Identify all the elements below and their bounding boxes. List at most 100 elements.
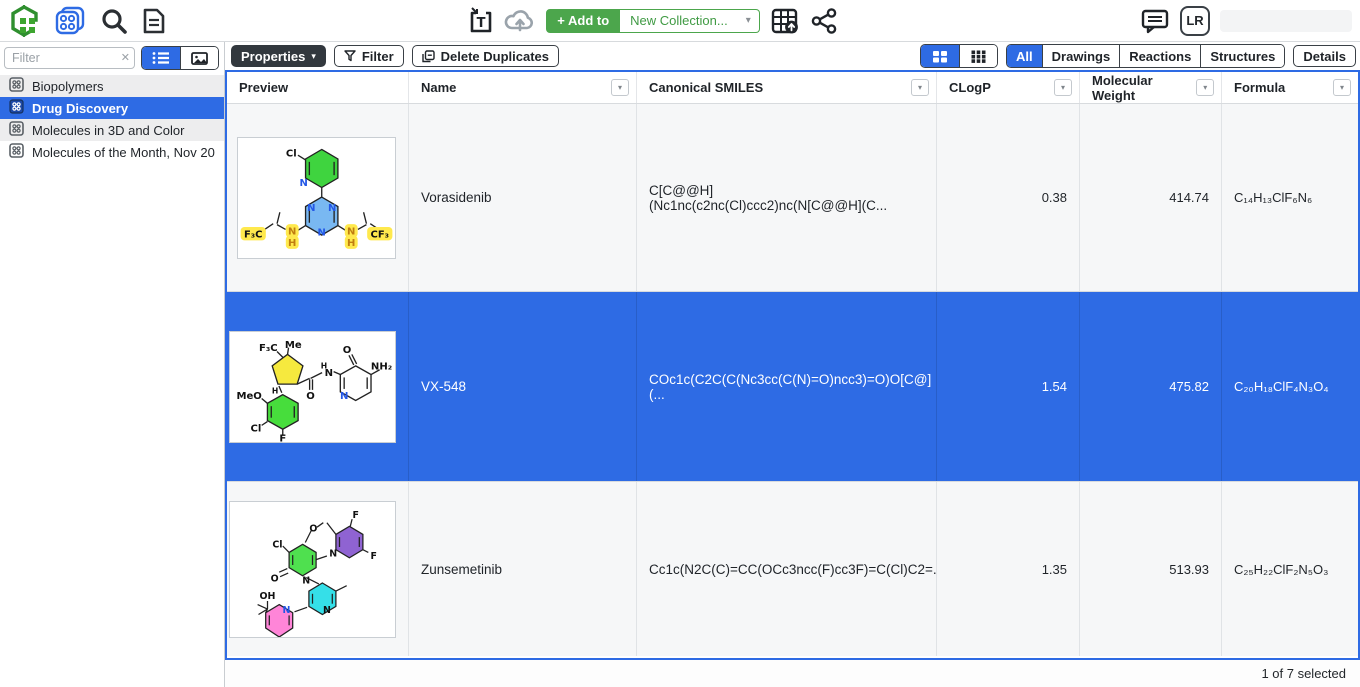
document-icon[interactable] bbox=[142, 7, 166, 35]
feedback-icon[interactable] bbox=[1140, 7, 1170, 35]
svg-text:NH₂: NH₂ bbox=[371, 361, 392, 372]
collection-icon bbox=[9, 77, 24, 95]
column-header-preview: Preview bbox=[239, 80, 289, 95]
svg-text:N: N bbox=[302, 575, 310, 586]
filter-button[interactable]: Filter bbox=[333, 45, 404, 67]
svg-text:Cl: Cl bbox=[250, 423, 261, 434]
delete-duplicates-button[interactable]: Delete Duplicates bbox=[411, 45, 560, 67]
cell-name: Zunsemetinib bbox=[409, 482, 637, 656]
svg-text:N: N bbox=[323, 605, 331, 616]
svg-text:F₃C: F₃C bbox=[244, 229, 263, 240]
app-logo-icon[interactable] bbox=[10, 4, 40, 37]
cloud-upload-icon[interactable] bbox=[504, 8, 536, 34]
column-menu-button[interactable]: ▾ bbox=[911, 79, 929, 96]
cell-clogp: 1.35 bbox=[937, 482, 1080, 656]
duplicates-icon bbox=[421, 49, 435, 62]
sidebar-item-molecules-of-the-month[interactable]: Molecules of the Month, Nov 20 bbox=[0, 141, 224, 163]
user-avatar[interactable]: LR bbox=[1179, 5, 1210, 36]
svg-text:Me: Me bbox=[285, 340, 302, 351]
table-view-button[interactable] bbox=[921, 45, 960, 67]
svg-text:N: N bbox=[328, 202, 336, 213]
column-menu-button[interactable]: ▾ bbox=[1054, 79, 1072, 96]
type-filter-drawings[interactable]: Drawings bbox=[1041, 45, 1120, 67]
sidebar-image-view-button[interactable] bbox=[180, 47, 218, 69]
properties-button[interactable]: Properties ▾ bbox=[231, 45, 326, 67]
add-to-button[interactable]: + Add to bbox=[546, 8, 621, 33]
svg-text:OH: OH bbox=[260, 590, 276, 601]
svg-text:N: N bbox=[288, 226, 296, 237]
column-header-name: Name bbox=[421, 80, 457, 95]
type-filter-all[interactable]: All bbox=[1007, 45, 1042, 67]
collection-select-value: New Collection... bbox=[630, 13, 728, 28]
column-menu-button[interactable]: ▾ bbox=[611, 79, 629, 96]
collection-icon bbox=[9, 121, 24, 139]
cell-smiles: C[C@@H](Nc1nc(c2nc(Cl)ccc2)nc(N[C@@H](C.… bbox=[637, 104, 937, 291]
type-filter-reactions[interactable]: Reactions bbox=[1119, 45, 1201, 67]
molecule-table: Preview Name▾ Canonical SMILES▾ CLogP▾ M… bbox=[225, 70, 1360, 660]
cell-mw: 475.82 bbox=[1080, 292, 1222, 481]
chevron-down-icon: ▾ bbox=[311, 50, 316, 61]
sidebar-item-drug-discovery[interactable]: Drug Discovery bbox=[0, 97, 224, 119]
svg-text:N: N bbox=[347, 226, 355, 237]
table-header: Preview Name▾ Canonical SMILES▾ CLogP▾ M… bbox=[227, 72, 1358, 104]
svg-text:N: N bbox=[318, 227, 326, 238]
cell-name: Vorasidenib bbox=[409, 104, 637, 291]
column-menu-button[interactable]: ▾ bbox=[1333, 79, 1351, 96]
svg-text:MeO: MeO bbox=[236, 391, 262, 402]
cell-formula: C₂₅H₂₂ClF₂N₅O₃ bbox=[1234, 561, 1329, 577]
filter-label: Filter bbox=[361, 48, 394, 64]
column-menu-button[interactable]: ▾ bbox=[1196, 79, 1214, 96]
type-filter-structures[interactable]: Structures bbox=[1200, 45, 1285, 67]
sidebar-list-view-button[interactable] bbox=[142, 47, 180, 69]
cell-mw: 414.74 bbox=[1080, 104, 1222, 291]
collections-icon[interactable] bbox=[54, 6, 86, 36]
collection-filter-input[interactable] bbox=[4, 47, 135, 69]
collection-select[interactable]: New Collection... ▾ bbox=[620, 8, 760, 33]
details-button[interactable]: Details bbox=[1293, 45, 1356, 67]
svg-text:O: O bbox=[306, 391, 315, 402]
collection-icon bbox=[9, 143, 24, 161]
share-icon[interactable] bbox=[810, 7, 838, 35]
svg-text:N: N bbox=[282, 605, 290, 616]
svg-text:N: N bbox=[340, 391, 348, 402]
import-text-icon[interactable]: T bbox=[468, 6, 494, 35]
svg-text:T: T bbox=[477, 16, 486, 31]
collection-icon bbox=[9, 99, 24, 117]
sidebar-item-molecules-3d-color[interactable]: Molecules in 3D and Color bbox=[0, 119, 224, 141]
svg-text:H: H bbox=[288, 238, 296, 249]
collections-sidebar: ✕ bbox=[0, 42, 225, 687]
cell-mw: 513.93 bbox=[1080, 482, 1222, 656]
svg-text:O: O bbox=[271, 573, 279, 584]
clear-filter-icon[interactable]: ✕ bbox=[120, 52, 130, 64]
sidebar-item-label: Biopolymers bbox=[32, 78, 104, 94]
svg-text:Cl: Cl bbox=[272, 539, 282, 550]
svg-text:N: N bbox=[307, 202, 315, 213]
column-header-clogp: CLogP bbox=[949, 80, 991, 95]
grid-view-button[interactable] bbox=[959, 45, 998, 67]
svg-text:O: O bbox=[343, 345, 352, 356]
delete-duplicates-label: Delete Duplicates bbox=[440, 48, 550, 64]
properties-label: Properties bbox=[241, 48, 306, 64]
svg-text:H: H bbox=[321, 361, 327, 370]
svg-text:F: F bbox=[352, 509, 358, 520]
search-icon[interactable] bbox=[100, 7, 128, 35]
column-header-mw: Molecular Weight bbox=[1092, 72, 1153, 103]
svg-text:CF₃: CF₃ bbox=[371, 229, 390, 240]
cell-clogp: 1.54 bbox=[937, 292, 1080, 481]
sidebar-item-biopolymers[interactable]: Biopolymers bbox=[0, 75, 224, 97]
column-header-formula: Formula bbox=[1234, 80, 1286, 95]
export-table-icon[interactable] bbox=[770, 7, 800, 35]
cell-clogp: 0.38 bbox=[937, 104, 1080, 291]
status-bar: 1 of 7 selected bbox=[225, 660, 1360, 687]
sidebar-item-label: Molecules in 3D and Color bbox=[32, 122, 185, 138]
svg-text:F: F bbox=[370, 551, 376, 562]
cell-smiles: COc1c(C2C(C(Nc3cc(C(N)=O)ncc3)=O)O[C@](.… bbox=[637, 292, 937, 481]
sidebar-item-label: Molecules of the Month, Nov 20 bbox=[32, 144, 215, 160]
user-menu-placeholder bbox=[1219, 9, 1352, 32]
